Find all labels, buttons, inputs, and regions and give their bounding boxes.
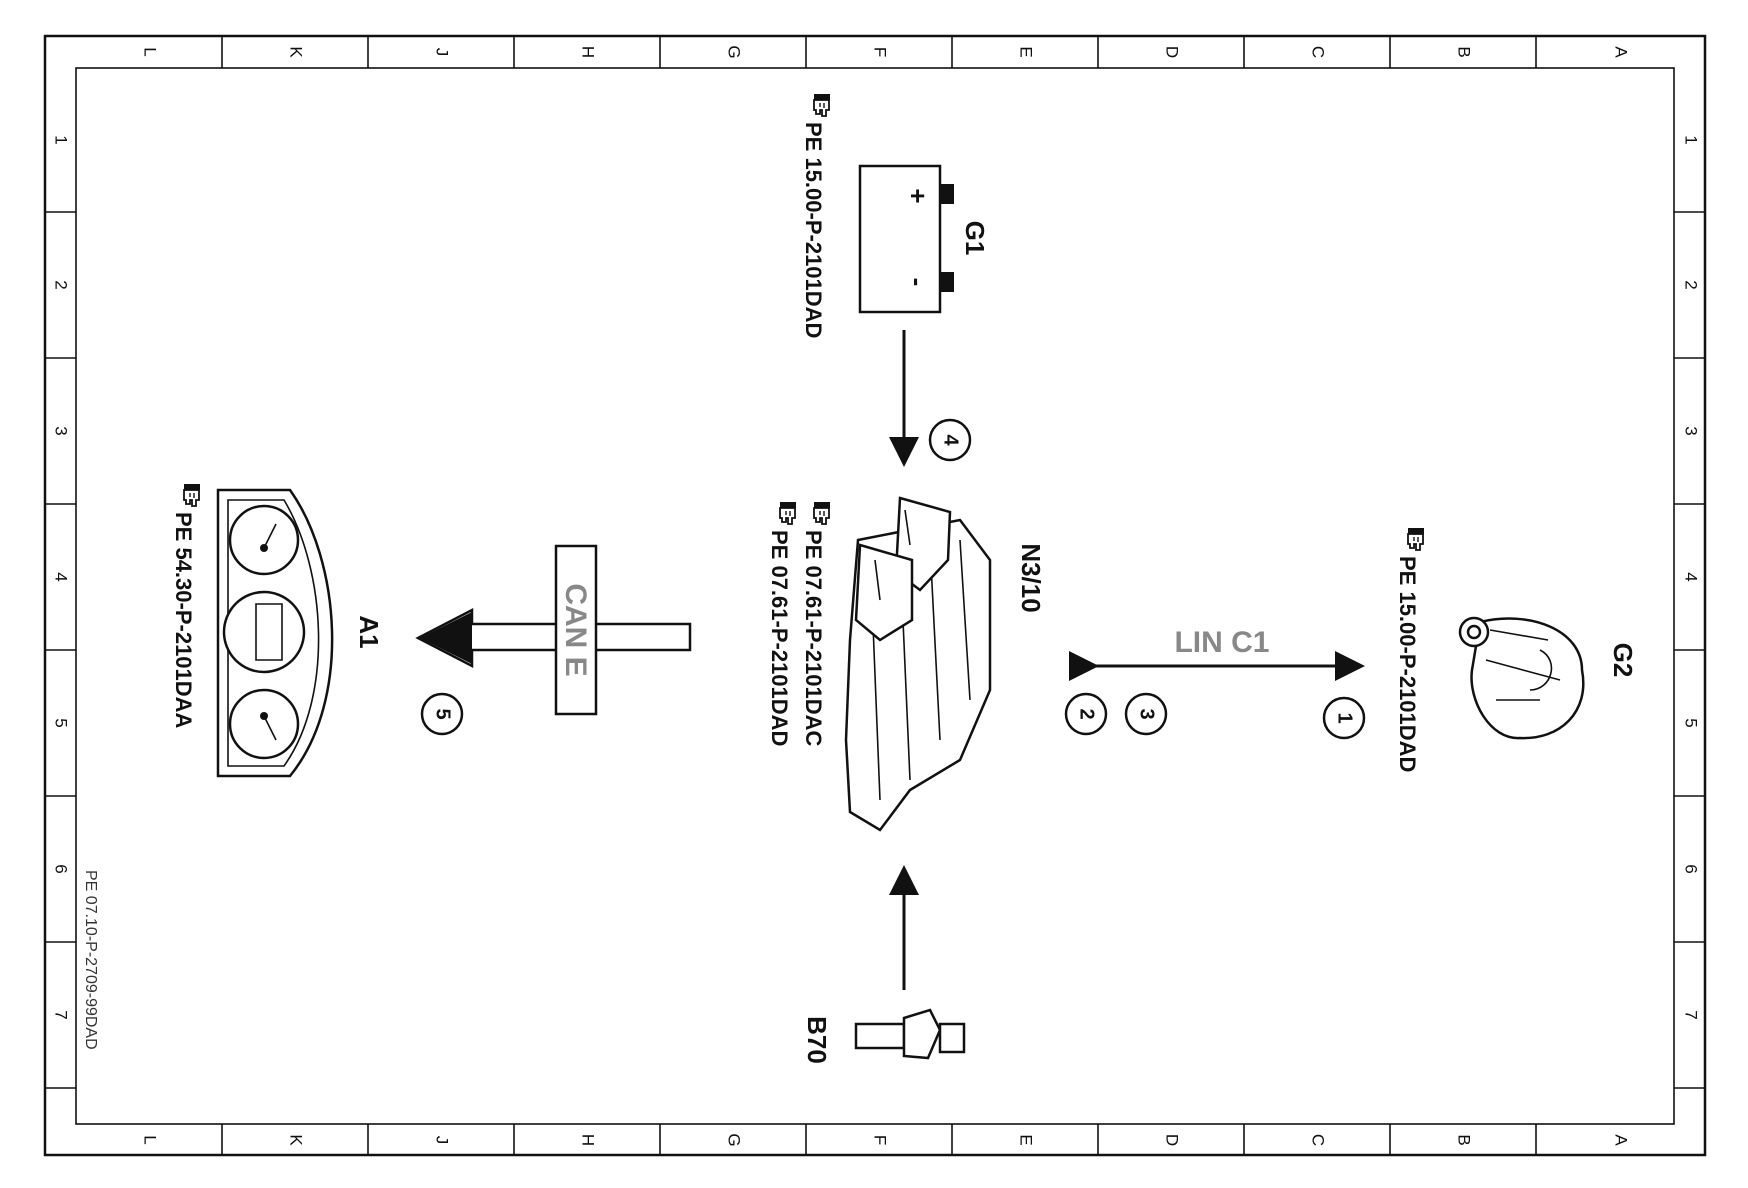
zone-rows-left: 1 2 3 4 5 6 7 [52, 135, 71, 1019]
zone-row-right: 7 [1682, 1010, 1701, 1019]
zone-row-left: 5 [52, 718, 71, 727]
g2-ref-text: PE 15.00-P-2101DAD [1395, 556, 1420, 772]
alternator-g2 [1458, 616, 1585, 740]
g1-ref-text: PE 15.00-P-2101DAD [801, 122, 826, 338]
zone-col-bottom: K [287, 1134, 306, 1146]
hand-pointer-icon [1407, 527, 1425, 551]
g1-reference: PE 15.00-P-2101DAD [801, 93, 831, 338]
zone-columns-bottom: L K J H G F E D C B A [141, 1133, 1631, 1146]
zone-columns-top: L K J H G F E D C B A [141, 45, 1631, 58]
document-id: PE 07.10-P-2709-99DAD [82, 870, 99, 1050]
signal-3-text: 3 [1136, 708, 1158, 719]
zone-col-top: G [725, 45, 744, 58]
n3-10-reference-2: PE 07.61-P-2101DAD [767, 501, 797, 746]
signal-4-text: 4 [940, 434, 962, 446]
inner-frame [75, 67, 1675, 1125]
can-bus-label: CAN E [559, 583, 592, 676]
zone-row-right: 2 [1682, 280, 1701, 289]
zone-col-bottom: D [1163, 1134, 1182, 1146]
zone-row-left: 3 [52, 426, 71, 435]
zone-col-bottom: H [579, 1134, 598, 1146]
n3-10-label: N3/10 [1016, 543, 1046, 612]
zone-row-right: 5 [1682, 718, 1701, 727]
zone-row-left: 4 [52, 572, 71, 581]
n3-10-reference-1: PE 07.61-P-2101DAC [801, 501, 831, 747]
zone-col-top: K [287, 46, 306, 58]
zone-row-right: 1 [1682, 135, 1701, 144]
zone-col-bottom: E [1017, 1134, 1036, 1145]
signal-badge-3: 3 [1124, 692, 1168, 736]
zone-dividers [45, 36, 1705, 1155]
zone-col-bottom: F [871, 1135, 890, 1145]
zone-col-top: A [1612, 46, 1631, 58]
zone-row-left: 6 [52, 864, 71, 873]
signal-badge-1: 1 [1322, 696, 1366, 740]
zone-row-left: 1 [52, 135, 71, 144]
battery-g1: + - [858, 164, 954, 314]
zone-col-top: L [141, 47, 160, 56]
zone-col-top: F [871, 47, 890, 57]
g1-label: G1 [960, 221, 990, 256]
battery-plus-sign: + [903, 188, 933, 203]
zone-col-bottom: B [1455, 1134, 1474, 1145]
zone-col-bottom: C [1309, 1134, 1328, 1146]
signal-5-text: 5 [432, 708, 454, 719]
signal-2-text: 2 [1076, 708, 1098, 719]
zone-col-bottom: G [725, 1133, 744, 1146]
zone-row-right: 4 [1682, 572, 1701, 581]
zone-col-top: H [579, 46, 598, 58]
hand-pointer-icon [813, 93, 831, 117]
battery-minus-sign: - [903, 278, 933, 287]
hand-pointer-icon [813, 501, 831, 525]
b70-label: B70 [802, 1016, 832, 1064]
ecu-n3-10 [844, 496, 992, 832]
signal-badge-2: 2 [1064, 692, 1108, 736]
signal-badge-5: 5 [420, 692, 464, 736]
signal-badge-4: 4 [928, 418, 972, 462]
zone-col-top: C [1309, 46, 1328, 58]
zone-rows-right: 1 2 3 4 5 6 7 [1682, 135, 1701, 1019]
hand-pointer-icon [183, 483, 201, 507]
can-bus-arrow [415, 544, 692, 716]
zone-col-top: E [1017, 46, 1036, 57]
a1-label: A1 [354, 615, 384, 648]
zone-col-bottom: A [1612, 1134, 1631, 1146]
zone-col-bottom: L [141, 1135, 160, 1144]
n3-10-ref-text-1: PE 07.61-P-2101DAC [801, 530, 826, 747]
zone-row-left: 7 [52, 1010, 71, 1019]
zone-row-right: 3 [1682, 426, 1701, 435]
g2-reference: PE 15.00-P-2101DAD [1395, 527, 1425, 772]
sensor-b70 [854, 1008, 966, 1060]
zone-col-top: D [1163, 46, 1182, 58]
a1-reference: PE 54.30-P-2101DAA [171, 483, 201, 729]
n3-10-ref-text-2: PE 07.61-P-2101DAD [767, 530, 792, 746]
g2-label: G2 [1608, 643, 1638, 678]
a1-ref-text: PE 54.30-P-2101DAA [171, 512, 196, 729]
zone-col-top: B [1455, 46, 1474, 57]
instrument-cluster-a1 [216, 488, 334, 778]
outer-frame [43, 34, 1707, 1157]
lin-bus-label: LIN C1 [1174, 626, 1269, 659]
zone-row-right: 6 [1682, 864, 1701, 873]
zone-col-bottom: J [433, 1136, 452, 1145]
zone-row-left: 2 [52, 280, 71, 289]
hand-pointer-icon [779, 501, 797, 525]
signal-1-text: 1 [1334, 712, 1356, 723]
zone-col-top: J [433, 48, 452, 57]
